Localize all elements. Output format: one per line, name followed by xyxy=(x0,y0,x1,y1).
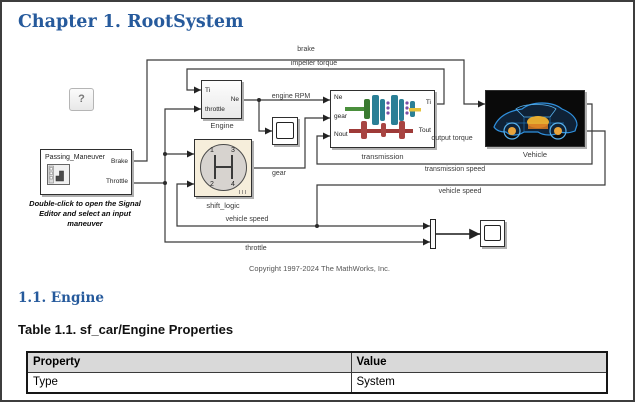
label-output-torque: output torque xyxy=(431,135,473,142)
wire-throttle-mux xyxy=(164,183,430,246)
transmission-port-gear: gear xyxy=(334,113,348,120)
table-cell-value: System xyxy=(350,372,608,394)
label-gear: gear xyxy=(271,170,286,177)
wire-impeller-torque xyxy=(186,68,445,105)
wire-transmission-speed xyxy=(316,103,593,165)
label-vehicle-speed-right: vehicle speed xyxy=(438,188,482,195)
label-throttle: throttle xyxy=(245,245,267,252)
label-engine-rpm: engine RPM xyxy=(271,93,311,100)
label-vehicle-speed-left: vehicle speed xyxy=(225,216,269,223)
wire-gear xyxy=(252,114,330,169)
transmission-gears-icon xyxy=(345,93,421,150)
wire-vehicle-speed-shift xyxy=(176,180,317,227)
table-row: Type System xyxy=(26,372,608,394)
section-heading: 1.1. Engine xyxy=(18,290,104,306)
engine-properties-table: Property Value Type System xyxy=(26,351,608,394)
wire-junction-dots xyxy=(163,98,319,228)
signal-editor-icon xyxy=(47,164,70,190)
wire-vehicle-speed xyxy=(316,130,606,226)
gear-number-2: 2 xyxy=(210,181,214,188)
label-transmission-speed: transmission speed xyxy=(424,166,486,173)
label-impeller-torque: impeller torque xyxy=(290,60,338,67)
copyright-text: Copyright 1997-2024 The MathWorks, Inc. xyxy=(248,264,391,273)
table-header-value: Value xyxy=(350,351,608,373)
port-brake: Brake xyxy=(111,158,128,165)
vehicle-label: Vehicle xyxy=(522,150,548,159)
engine-port-ti: Ti xyxy=(205,87,211,94)
gear-number-4: 4 xyxy=(231,181,235,188)
output-scope-block[interactable] xyxy=(480,220,505,247)
table-cell-property: Type xyxy=(26,372,352,394)
port-throttle: Throttle xyxy=(105,178,128,185)
label-brake: brake xyxy=(297,46,315,53)
transmission-port-ne: Ne xyxy=(334,94,343,101)
transmission-port-ti: Ti xyxy=(425,99,431,106)
passing-maneuver-block[interactable]: Passing_Maneuver Brake Throttle xyxy=(40,149,132,195)
shift-logic-label: shift_logic xyxy=(206,201,240,210)
transmission-port-tout: Tout xyxy=(418,127,431,134)
help-button[interactable]: ? xyxy=(69,88,94,111)
transmission-label: transmission xyxy=(361,152,404,161)
vehicle-block[interactable] xyxy=(485,90,585,147)
table-header-property: Property xyxy=(26,351,352,373)
passing-maneuver-title: Passing_Maneuver xyxy=(45,154,105,161)
wire-brake xyxy=(132,59,485,162)
transmission-port-nout: Nout xyxy=(334,131,348,138)
engine-port-ne: Ne xyxy=(230,96,239,103)
stateflow-mark-icon xyxy=(239,190,248,194)
gear-number-3: 3 xyxy=(231,147,235,154)
mux-block[interactable] xyxy=(430,219,436,249)
signal-wires xyxy=(132,59,606,246)
wire-ne-to-scope xyxy=(258,100,272,135)
transmission-block[interactable]: Ne gear Nout Ti Tout xyxy=(330,90,435,148)
gear-shifter-icon xyxy=(200,144,247,191)
vehicle-car-image xyxy=(486,91,583,150)
engine-label: Engine xyxy=(210,121,234,130)
wire-throttle-engine xyxy=(132,105,201,184)
engine-port-throttle: throttle xyxy=(205,106,225,113)
passing-maneuver-caption: Double-click to open the Signal Editor a… xyxy=(29,199,141,229)
scope-screen-icon xyxy=(276,122,294,139)
table-caption: Table 1.1. sf_car/Engine Properties xyxy=(18,322,234,337)
chapter-title: Chapter 1. RootSystem xyxy=(18,12,244,32)
scope-screen-icon xyxy=(484,225,501,241)
gear-number-1: 1 xyxy=(210,147,214,154)
table-header-row: Property Value xyxy=(26,351,608,373)
simulink-diagram: Passing_Maneuver Brake Throttle Double-c… xyxy=(2,2,633,287)
engine-block[interactable]: Ti throttle Ne xyxy=(201,80,242,119)
engine-rpm-scope-block[interactable] xyxy=(272,117,298,145)
shift-logic-block[interactable]: 1 3 2 4 xyxy=(194,139,252,197)
